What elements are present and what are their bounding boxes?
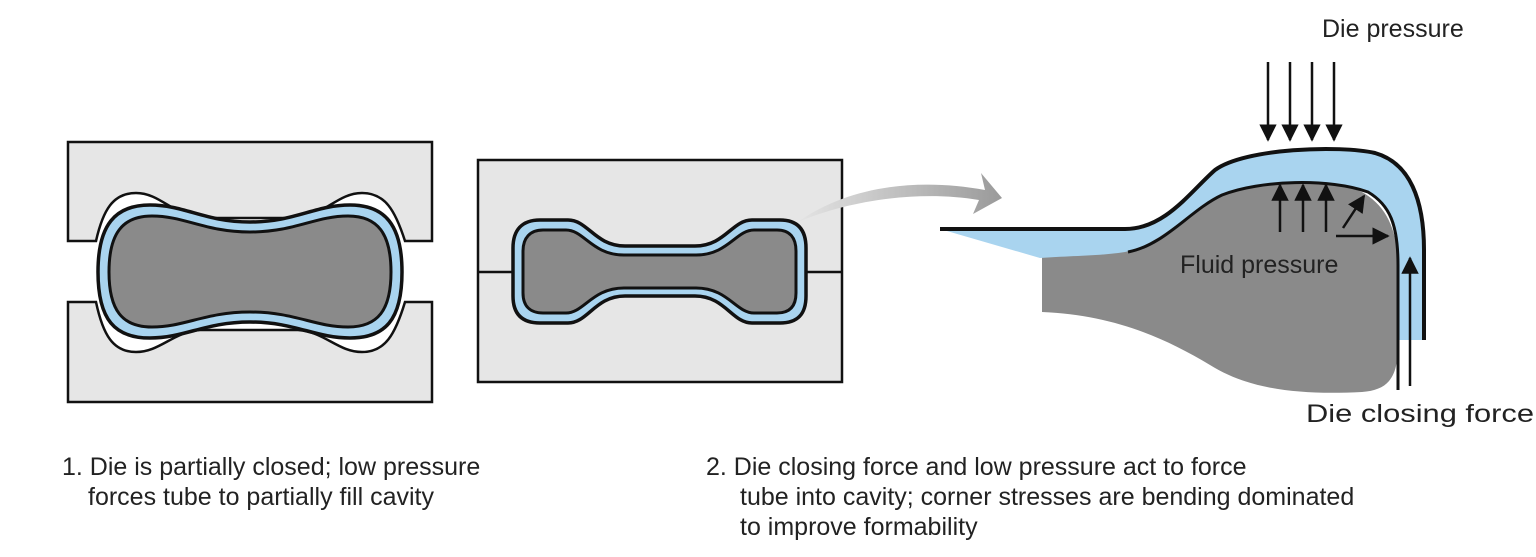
die-pressure-arrows <box>1259 62 1343 142</box>
caption-step-2-line-3: to improve formability <box>740 513 978 541</box>
label-die-closing-force: Die closing force <box>1306 400 1534 428</box>
corner-tube-wall <box>940 148 1424 340</box>
corner-core <box>1042 182 1398 393</box>
caption-step-2-line-2: tube into cavity; corner stresses are be… <box>740 483 1355 511</box>
caption-step-1-line-2: forces tube to partially fill cavity <box>88 483 434 511</box>
caption-step-2: 2. Die closing force and low pressure ac… <box>706 452 1354 542</box>
caption-step-2-line-1: 2. Die closing force and low pressure ac… <box>706 453 1247 481</box>
caption-step-1: 1. Die is partially closed; low pressure… <box>62 452 480 512</box>
fluid-pressure-arrows <box>1271 183 1390 245</box>
tube-core <box>107 214 393 329</box>
curved-transition-arrow <box>798 173 1002 222</box>
label-die-pressure: Die pressure <box>1322 15 1464 43</box>
caption-step-1-line-1: 1. Die is partially closed; low pressure <box>62 453 481 481</box>
panel-2-closed-die <box>476 158 844 384</box>
panel-1-partially-closed-die <box>66 140 434 404</box>
inner-tube-outline <box>1127 181 1400 390</box>
die-outline <box>940 146 1426 340</box>
formed-tube-core <box>521 228 798 315</box>
label-fluid-pressure: Fluid pressure <box>1180 251 1338 279</box>
panel-3-corner-detail: Die pressure Fluid pressure Die closing … <box>940 15 1534 428</box>
